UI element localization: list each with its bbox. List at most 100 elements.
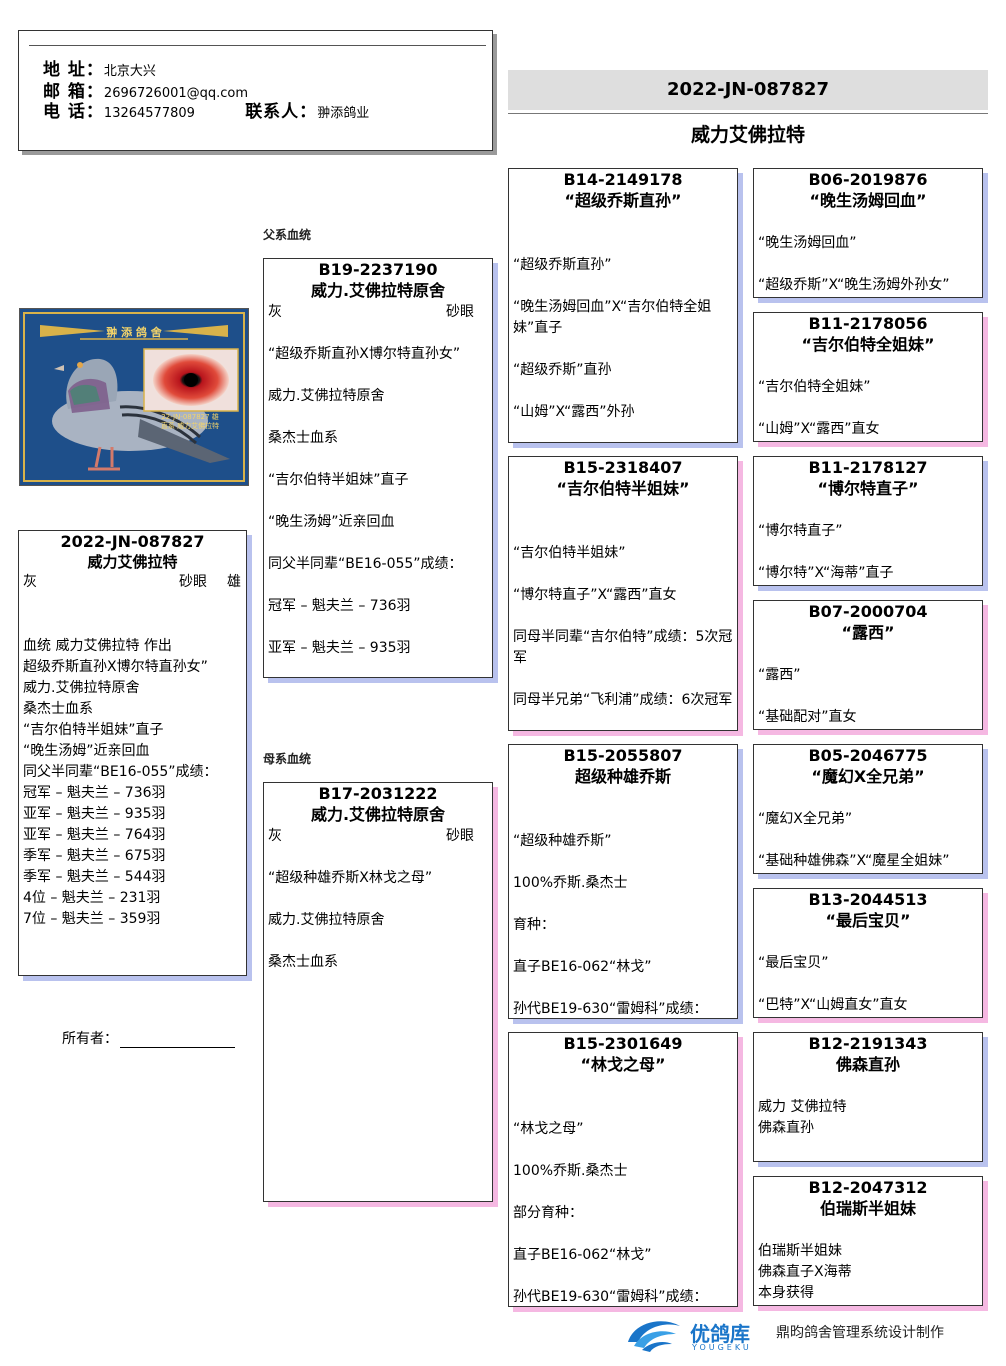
great-grandparent-card: B06-2019876 “晚生汤姆回血” “晚生汤姆回血”“超级乔斯”X“晚生汤… xyxy=(753,168,983,298)
pedigree-line: “露西” xyxy=(758,667,801,683)
great-grandparent-card: B13-2044513 “最后宝贝” “最后宝贝”“巴特”X“山姆直女”直女 xyxy=(753,888,983,1018)
great-grandparent-card: B05-2046775 “魔幻X全兄弟” “魔幻X全兄弟”“基础种雄佛森”X“魔… xyxy=(753,744,983,874)
subject-note-line: 超级乔斯直孙X博尔特直孙女” xyxy=(23,659,208,675)
great-grandparent-name: “露西” xyxy=(841,623,895,642)
great-grandparent-name: “吉尔伯特全姐妹” xyxy=(801,335,935,354)
grandparent-lines: “吉尔伯特半姐妹” “博尔特直子”X“露西”直女同母半同辈“吉尔伯特”成绩：5次冠… xyxy=(509,543,737,711)
pedigree-line: “超级种雄乔斯X林戈之母” xyxy=(268,870,433,886)
pedigree-line: “晚生汤姆”近亲回血 xyxy=(268,514,395,530)
pedigree-line: 桑杰士血系 xyxy=(268,954,338,970)
sire-card: B19-2237190 威力.艾佛拉特原舍 灰 砂眼 “超级乔斯直孙X博尔特直孙… xyxy=(263,258,493,678)
pedigree-line: 100%乔斯.桑杰士 xyxy=(513,875,628,891)
pedigree-line: 威力.艾佛拉特原舍 xyxy=(268,388,385,404)
grandparent-lines: “超级种雄乔斯”100%乔斯.桑杰士育种：直子BE16-062“林戈”孙代BE1… xyxy=(509,831,737,1018)
great-grandparent-name: “魔幻X全兄弟” xyxy=(811,767,925,786)
subject-sex: 雄 xyxy=(227,574,241,590)
sire-section-label: 父系血统 xyxy=(263,228,312,242)
great-grandparent-lines: “吉尔伯特全姐妹” “山姆”X“露西”直女 xyxy=(754,377,982,440)
grandparent-name: 超级种雄乔斯 xyxy=(574,767,671,786)
pedigree-line: “超级乔斯”直孙 xyxy=(513,362,612,378)
great-grandparent-name: 伯瑞斯半姐妹 xyxy=(819,1199,916,1218)
pedigree-line: “基础配对”直女 xyxy=(758,709,857,725)
pedigree-line: “吉尔伯特全姐妹” xyxy=(758,379,871,395)
pedigree-line: “吉尔伯特半姐妹” xyxy=(513,545,626,561)
subject-name: 威力艾佛拉特 xyxy=(87,553,178,571)
great-grandparent-lines: 威力 艾佛拉特佛森直孙 xyxy=(754,1097,982,1139)
subject-notes: 血统 威力艾佛拉特 作出超级乔斯直孙X博尔特直孙女”威力.艾佛拉特原舍桑杰士血系… xyxy=(19,636,246,930)
email-label: 邮 箱： xyxy=(43,82,104,102)
dam-ring: B17-2031222 xyxy=(318,784,438,803)
pedigree-line: “巴特”X“山姆直女”直女 xyxy=(758,997,908,1013)
sire-lines: “超级乔斯直孙X博尔特直孙女”威力.艾佛拉特原舍桑杰士血系“吉尔伯特半姐妹”直子… xyxy=(264,344,492,659)
pedigree-line: 伯瑞斯半姐妹 xyxy=(758,1243,842,1259)
pedigree-line: “超级种雄乔斯” xyxy=(513,833,612,849)
pedigree-line: 本身获得 xyxy=(758,1285,814,1301)
footer-brand: 优鸽库 xyxy=(690,1322,750,1346)
grandparent-card: B15-2055807 超级种雄乔斯 “超级种雄乔斯”100%乔斯.桑杰士育种：… xyxy=(508,744,738,1019)
pedigree-line: 冠军 – 魁夫兰 – 736羽 xyxy=(268,598,411,614)
great-grandparent-ring: B11-2178127 xyxy=(808,458,928,477)
great-grandparent-lines: “最后宝贝”“巴特”X“山姆直女”直女 xyxy=(754,953,982,1016)
sire-color: 灰 xyxy=(268,304,282,320)
dam-lines: “超级种雄乔斯X林戈之母”威力.艾佛拉特原舍桑杰士血系 xyxy=(264,868,492,973)
subject-ring: 2022-JN-087827 xyxy=(60,532,205,551)
pedigree-line: 威力 艾佛拉特 xyxy=(758,1099,847,1115)
subject-note-line: 威力.艾佛拉特原舍 xyxy=(23,680,140,696)
photo-caption-2: 直系 威力艾佛拉特 xyxy=(161,421,219,430)
grandparent-ring: B14-2149178 xyxy=(563,170,683,189)
great-grandparent-lines: “露西” “基础配对”直女 xyxy=(754,665,982,728)
pedigree-line: 100%乔斯.桑杰士 xyxy=(513,1163,628,1179)
dam-section-label: 母系血统 xyxy=(263,752,312,766)
great-grandparent-ring: B06-2019876 xyxy=(808,170,928,189)
subject-note-line: 冠军 – 魁夫兰 – 736羽 xyxy=(23,785,166,801)
great-grandparent-lines: 伯瑞斯半姐妹佛森直子X海蒂本身获得 xyxy=(754,1241,982,1304)
pedigree-line: 同母半同辈“吉尔伯特”成绩：5次冠军 xyxy=(513,629,733,666)
subject-note-line: “晚生汤姆”近亲回血 xyxy=(23,743,150,759)
pedigree-line: 同父半同辈“BE16-055”成绩： xyxy=(268,556,463,572)
pedigree-line: “超级乔斯直孙” xyxy=(513,257,612,273)
header-pigeon-name: 威力艾佛拉特 xyxy=(690,124,805,146)
pedigree-line: “魔幻X全兄弟” xyxy=(758,811,853,827)
great-grandparent-ring: B07-2000704 xyxy=(808,602,928,621)
grandparent-name: “林戈之母” xyxy=(580,1055,666,1074)
pedigree-line: “基础种雄佛森”X“魔星全姐妹” xyxy=(758,853,950,869)
pedigree-line: “超级乔斯直孙X博尔特直孙女” xyxy=(268,346,461,362)
sire-eye: 砂眼 xyxy=(446,304,474,320)
great-grandparent-lines: “魔幻X全兄弟” “基础种雄佛森”X“魔星全姐妹” xyxy=(754,809,982,872)
pigeon-illustration: 翀 添 鸽 舍 22-JN-087827 雄 直系 威力艾佛拉特 xyxy=(20,309,248,485)
pedigree-line: 育种： xyxy=(513,917,555,933)
pedigree-line: “林戈之母” xyxy=(513,1121,584,1137)
great-grandparent-lines: “博尔特直子”“博尔特”X“海蒂”直子 xyxy=(754,521,982,584)
contact-box: 地 址：北京大兴 邮 箱：2696726001@qq.com 电 话：13264… xyxy=(18,30,493,151)
owner-field: 所有者： xyxy=(62,1028,235,1048)
grandparent-lines: “林戈之母”100%乔斯.桑杰士部分育种：直子BE16-062“林戈”孙代BE1… xyxy=(509,1119,737,1306)
address-value: 北京大兴 xyxy=(103,64,156,79)
grandparent-name: “超级乔斯直孙” xyxy=(564,191,682,210)
great-grandparent-card: B12-2191343 佛森直孙 威力 艾佛拉特佛森直孙 xyxy=(753,1032,983,1162)
subject-color: 灰 xyxy=(23,574,37,590)
address-label: 地 址： xyxy=(43,60,104,80)
pedigree-line: “超级乔斯”X“晚生汤姆外孙女” xyxy=(758,277,950,293)
grandparent-lines: “超级乔斯直孙”“晚生汤姆回血”X“吉尔伯特全姐妹”直子“超级乔斯”直孙“山姆”… xyxy=(509,255,737,423)
great-grandparent-ring: B13-2044513 xyxy=(808,890,928,909)
subject-card: 2022-JN-087827 威力艾佛拉特 灰 砂眼 雄 血统 威力艾佛拉特 作… xyxy=(18,530,247,976)
sire-ring: B19-2237190 xyxy=(318,260,438,279)
pedigree-line: “博尔特直子”X“露西”直女 xyxy=(513,587,677,603)
header-ring-number: 2022-JN-087827 xyxy=(508,70,988,110)
subject-attributes: 灰 砂眼 雄 xyxy=(19,572,246,593)
subject-note-line: “吉尔伯特半姐妹”直子 xyxy=(23,722,164,738)
great-grandparent-ring: B11-2178056 xyxy=(808,314,928,333)
contact-divider xyxy=(29,45,486,46)
pedigree-line: “山姆”X“露西”直女 xyxy=(758,421,880,437)
great-grandparent-card: B07-2000704 “露西” “露西” “基础配对”直女 xyxy=(753,600,983,730)
dam-attributes: 灰 砂眼 xyxy=(264,826,492,847)
email-value: 2696726001@qq.com xyxy=(103,86,249,101)
grandparent-card: B14-2149178 “超级乔斯直孙” “超级乔斯直孙”“晚生汤姆回血”X“吉… xyxy=(508,168,738,443)
phone-value: 13264577809 xyxy=(103,106,195,121)
pedigree-line: 孙代BE19-630“雷姆科”成绩： xyxy=(513,1001,708,1017)
footer-credit: 鼎昀鸽舍管理系统设计制作 xyxy=(776,1325,944,1341)
owner-signature-line[interactable] xyxy=(120,1031,235,1048)
pedigree-line: 佛森直子X海蒂 xyxy=(758,1264,852,1280)
grandparent-card: B15-2301649 “林戈之母” “林戈之母”100%乔斯.桑杰士部分育种：… xyxy=(508,1032,738,1307)
footer: 优鸽库 YOUGEKU 鼎昀鸽舍管理系统设计制作 xyxy=(620,1312,1000,1360)
